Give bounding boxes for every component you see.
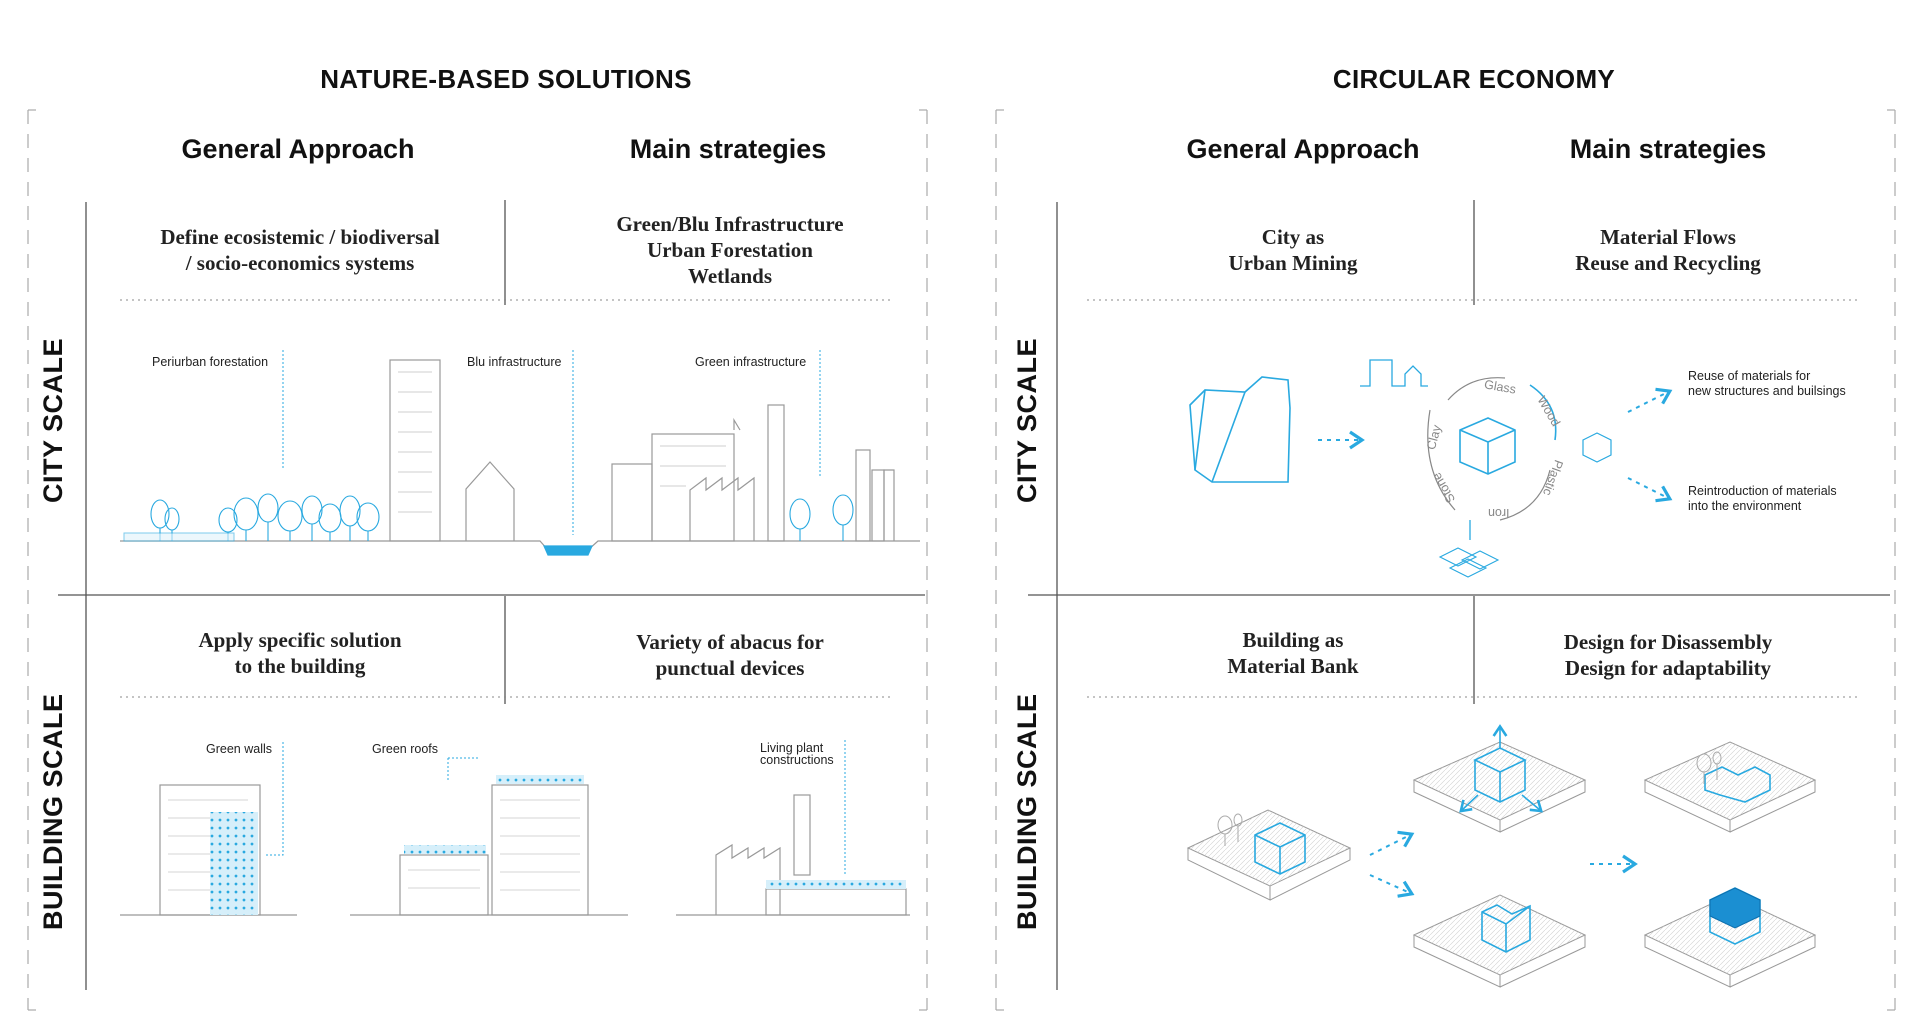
label-green-roofs: Green roofs [372, 742, 439, 756]
nbs-city-illustration [120, 359, 920, 556]
nbs-building-scale-label: BUILDING SCALE [38, 693, 68, 931]
ce-general-approach-heading: General Approach [1186, 134, 1420, 164]
ce-city-scale-label: CITY SCALE [1012, 337, 1042, 503]
nbs-city-approach: Define ecosistemic / biodiversal/ socio-… [160, 225, 440, 275]
nbs-building-illustration [120, 784, 910, 916]
label-periurban-forestation: Periurban forestation [152, 355, 269, 369]
ce-title: CIRCULAR ECONOMY [1332, 64, 1616, 94]
trees-periurban [150, 493, 854, 541]
living-plant-strip [766, 880, 906, 889]
ce-building-scale-label: BUILDING SCALE [1012, 693, 1042, 931]
nbs-city-scale-label: CITY SCALE [38, 337, 68, 503]
nbs-main-strategies-heading: Main strategies [629, 134, 827, 164]
nbs-panel-frame [27, 110, 928, 1010]
material-iron: Iron [1488, 506, 1510, 520]
green-wall-patch [210, 812, 258, 915]
ce-main-strategies-heading: Main strategies [1569, 134, 1767, 164]
green-roof-low [404, 845, 486, 854]
ce-panel-frame [995, 110, 1896, 1010]
tower-windows [398, 371, 726, 513]
ce-grid [1028, 200, 1890, 990]
label-blu-infrastructure: Blu infrastructure [467, 355, 562, 369]
green-roof-high [496, 775, 584, 784]
label-green-infrastructure: Green infrastructure [695, 355, 807, 369]
label-green-walls: Green walls [206, 742, 272, 756]
nbs-grid [58, 200, 925, 990]
nbs-general-approach-heading: General Approach [181, 134, 415, 164]
nbs-title: NATURE-BASED SOLUTIONS [320, 64, 692, 94]
ce-city-illustration [1189, 359, 1673, 578]
